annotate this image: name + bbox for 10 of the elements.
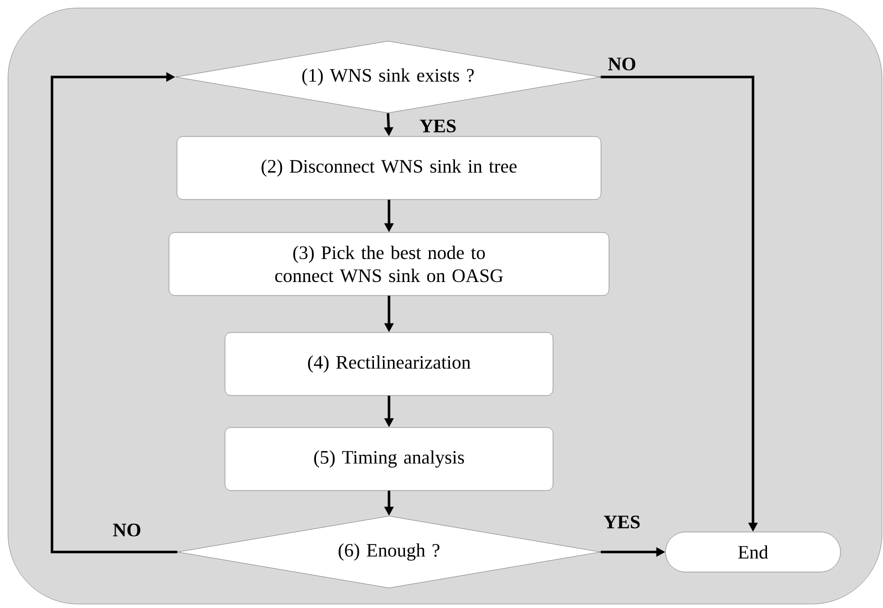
edge-label: NO <box>112 522 142 538</box>
process-box: (5) Timing analysis <box>224 427 554 491</box>
process-box: (4) Rectilinearization <box>224 332 554 396</box>
terminal-box: End <box>665 532 841 572</box>
process-box: (3) Pick the best node to connect WNS sink on OASG <box>168 232 610 296</box>
process-box: (2) Disconnect WNS sink in tree <box>176 136 602 200</box>
edge-label: YES <box>602 514 642 530</box>
edge-label: NO <box>606 56 638 72</box>
edge-label: YES <box>418 118 458 134</box>
arrow <box>50 72 178 554</box>
